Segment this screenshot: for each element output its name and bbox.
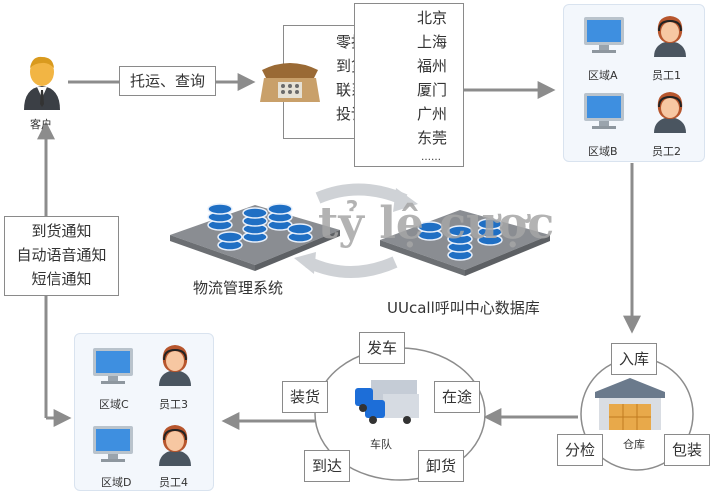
computer-icon xyxy=(93,426,133,462)
database-platforms xyxy=(170,203,550,276)
agent-icon xyxy=(654,92,686,133)
sync-arrow-bottom xyxy=(305,256,398,278)
area-c-label: 区域C xyxy=(99,398,129,411)
staff-1-label: 员工1 xyxy=(652,69,681,82)
computer-icon xyxy=(584,17,624,53)
area-d-label: 区域D xyxy=(101,476,132,489)
customer-avatar-icon xyxy=(24,56,60,110)
fleet-loading-tag: 装货 xyxy=(282,381,328,413)
city-xiamen: 厦门 xyxy=(417,81,448,99)
city-dongguan: 东莞 xyxy=(417,129,448,147)
telephone-icon xyxy=(260,63,320,102)
staff-2-label: 员工2 xyxy=(652,145,681,158)
staff-panel-bottom: 区域C 员工3 区域D 员工4 xyxy=(74,333,214,491)
fleet-unload-tag: 卸货 xyxy=(418,450,464,482)
area-b-label: 区域B xyxy=(588,145,618,158)
truck-icon xyxy=(355,380,419,424)
city-box: 北京 上海 福州 厦门 广州 东莞 …… xyxy=(354,3,464,167)
uucall-db-label: UUcall呼叫中心数据库 xyxy=(387,299,540,317)
fleet-label: 车队 xyxy=(370,438,392,451)
fleet-transit-tag: 在途 xyxy=(434,381,480,413)
staff-panel-top: 区域A 员工1 区域B 员工2 xyxy=(563,4,705,162)
notification-box: 到货通知 自动语音通知 短信通知 xyxy=(4,216,119,296)
staff-4-label: 员工4 xyxy=(159,476,188,489)
staff-3-label: 员工3 xyxy=(159,398,188,411)
logistics-system-label: 物流管理系统 xyxy=(193,279,284,297)
agent-icon xyxy=(654,16,686,57)
city-shanghai: 上海 xyxy=(417,33,448,51)
watermark: tỷ lệ cược xyxy=(318,198,555,249)
agent-icon xyxy=(159,345,191,386)
agent-icon xyxy=(159,425,191,466)
city-guangzhou: 广州 xyxy=(417,105,448,123)
area-a-label: 区域A xyxy=(588,69,618,82)
computer-icon xyxy=(93,348,133,384)
notify-voice: 自动语音通知 xyxy=(16,246,107,264)
warehouse-icon xyxy=(595,378,665,430)
warehouse-sort-tag: 分检 xyxy=(557,434,603,466)
notify-sms: 短信通知 xyxy=(31,270,92,288)
computer-icon xyxy=(584,93,624,129)
fleet-arrive-tag: 到达 xyxy=(304,450,350,482)
city-beijing: 北京 xyxy=(417,9,448,27)
notify-arrival: 到货通知 xyxy=(31,222,92,240)
customer-label: 客户 xyxy=(30,118,52,131)
city-more: …… xyxy=(421,152,441,163)
city-fuzhou: 福州 xyxy=(417,57,448,75)
consult-label: 托运、查询 xyxy=(119,66,216,96)
warehouse-pack-tag: 包装 xyxy=(664,434,710,466)
warehouse-inbound-tag: 入库 xyxy=(611,343,657,375)
warehouse-label: 仓库 xyxy=(623,438,645,451)
fleet-depart-tag: 发车 xyxy=(359,332,405,364)
